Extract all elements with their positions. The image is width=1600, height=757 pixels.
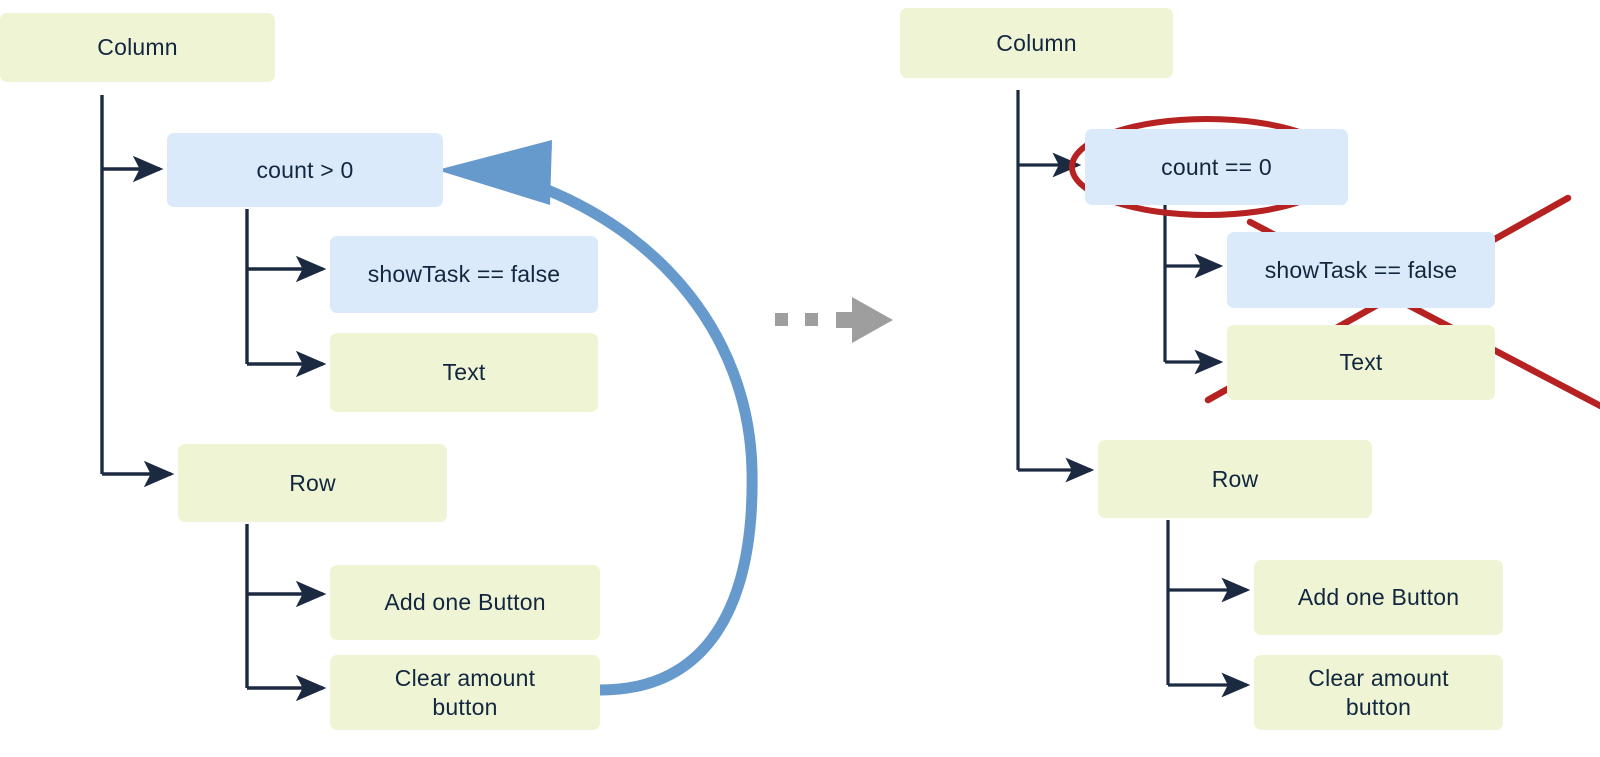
node-clear-amount-button-before[interactable]: Clear amount button	[330, 655, 600, 730]
node-add-one-button-before[interactable]: Add one Button	[330, 565, 600, 640]
node-column-after[interactable]: Column	[900, 8, 1173, 78]
node-clear-amount-button-after[interactable]: Clear amount button	[1254, 655, 1503, 730]
node-count-condition-after[interactable]: count == 0	[1085, 129, 1348, 205]
node-row-before[interactable]: Row	[178, 444, 447, 522]
node-row-after[interactable]: Row	[1098, 440, 1372, 518]
node-text-after[interactable]: Text	[1227, 325, 1495, 400]
node-showtask-before[interactable]: showTask == false	[330, 236, 598, 313]
node-add-one-button-after[interactable]: Add one Button	[1254, 560, 1503, 635]
node-showtask-after[interactable]: showTask == false	[1227, 232, 1495, 308]
transition-arrow-icon	[775, 297, 893, 343]
node-count-condition-before[interactable]: count > 0	[167, 133, 443, 207]
node-text-before[interactable]: Text	[330, 333, 598, 412]
node-column-before[interactable]: Column	[0, 13, 275, 82]
